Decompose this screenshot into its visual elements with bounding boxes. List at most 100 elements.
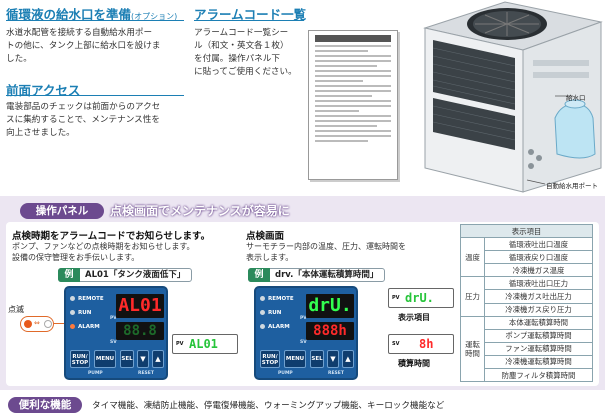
table-row: 温度 循環液吐出口温度 [460,237,593,278]
blink-led-icon [24,320,32,328]
table-row: 運転 時間 本体運転積算時間 [460,315,593,383]
pump-label: PUMP [88,371,103,376]
up-button[interactable]: ▲ [152,350,164,368]
hours-label: 積算時間 [398,359,430,368]
led-remote: REMOTE [260,296,294,302]
pv-display: drU. [306,294,354,318]
led-icon [70,296,75,301]
sv-tag: SV [110,340,117,345]
triangle-down-icon: ▼ [330,355,336,363]
auto-port-label: 自動給水用ポート [546,182,598,190]
blink-indicator: ⇔ [20,316,54,332]
menu-button[interactable]: MENU [284,350,306,368]
run-stop-button[interactable]: RUN/ STOP [260,350,280,368]
control-panel-right: REMOTE RUN ALARM PV drU. SV 888h RUN/ ST… [254,286,358,380]
led-icon [70,324,75,329]
callout-pv-value: drU. [405,291,434,305]
down-button[interactable]: ▼ [327,350,339,368]
table-cell: 冷凍機ガス戻り圧力 [484,302,593,317]
triangle-up-icon: ▲ [155,355,161,363]
run-stop-button[interactable]: RUN/ STOP [70,350,90,368]
left-section-title: 点検時期をアラームコードでお知らせします。 [12,231,211,242]
operation-panel-pill: 操作パネル [20,203,104,219]
supply-title: 循環液の給水口を準備(オプション) [6,7,178,22]
features-text: タイマ機能、凍結防止機能、停電復帰機能、ウォーミングアップ機能、キーロック機能な… [92,401,445,411]
callout-pv-tag: PV [392,295,400,301]
sel-button[interactable]: SEL [120,350,134,368]
menu-button[interactable]: MENU [94,350,116,368]
front-text: 電装部品のチェックは前面からのアクセ スに集約することで、メンテナンス性を 向上… [6,102,161,138]
alarm-code-sheet-image [308,30,398,180]
right-pv-callout: PV drU. [388,288,454,308]
up-button[interactable]: ▲ [342,350,354,368]
supply-rule [6,20,184,21]
led-icon [260,310,265,315]
table-cell: 冷凍機ガス吐出圧力 [484,289,593,304]
right-sv-callout: SV 8h [388,334,454,354]
table-header: 表示項目 [460,223,593,239]
led-alarm: ALARM [70,324,100,330]
inlet-label: 給水口 [566,94,586,102]
table-cell: ファン運転積算時間 [484,341,593,356]
alarm-list-rule [194,20,304,21]
table-cell: 循環液吐出口温度 [484,237,593,252]
led-remote: REMOTE [70,296,104,302]
sv-display: 88.8 [116,322,164,340]
right-section-text: サーモチラー内部の温度、圧力、運転時間を 表示します。 [246,242,406,262]
led-icon [70,310,75,315]
front-rule [6,95,184,96]
alarm-list-text: アラームコード一覧シー ル（和文・英文各１枚） を付属。操作パネル下 に貼ってご… [194,28,297,77]
front-title: 前面アクセス [6,83,81,98]
sv-tag: SV [300,340,307,345]
operation-panel-subtitle: 点検画面でメンテナンスが容易に [110,204,290,218]
led-alarm: ALARM [260,324,290,330]
pv-tag: PV [300,316,307,321]
led-icon [260,324,265,329]
pv-tag: PV [110,316,117,321]
table-cell: 冷凍機運転積算時間 [484,354,593,370]
led-run: RUN [260,310,281,316]
left-pv-callout: PV AL01 [172,334,238,354]
control-panel-left: REMOTE RUN ALARM PV AL01 SV 88.8 RUN/ ST… [64,286,168,380]
features-pill: 便利な機能 [8,397,82,413]
triangle-down-icon: ▼ [140,355,146,363]
table-cell: 冷凍機ガス温度 [484,263,593,278]
table-header-row: 表示項目 [460,223,593,239]
pv-display: AL01 [116,294,164,318]
chiller-product-image [423,1,603,193]
arrow-icon: ⇔ [34,319,40,327]
callout-sv-tag: SV [392,341,400,347]
table-cell: ポンプ運転積算時間 [484,328,593,343]
table-cell: 本体運転積算時間 [484,315,593,330]
callout-pv-value: AL01 [189,337,218,351]
triangle-up-icon: ▲ [345,355,351,363]
display-items-table: 表示項目 温度 循環液吐出口温度 循環液戻り口温度 冷凍機ガス温度 圧力 循環液… [460,223,593,383]
blink-leader [54,323,64,324]
down-button[interactable]: ▼ [137,350,149,368]
table-group-label: 圧力 [460,276,485,317]
pump-label: PUMP [278,371,293,376]
table-row: 防塵フィルタ積算時間 [461,368,593,383]
sv-display: 888h [306,322,354,340]
led-icon [260,296,265,301]
table-cell: 循環液戻り口温度 [484,250,593,265]
supply-text: 水道水配管を接続する自動給水用ポー トの他に、タンク上部に給水口を設けま した。 [6,28,161,64]
callout-pv-tag: PV [176,341,184,347]
alarm-list-title: アラームコード一覧 [194,7,307,22]
off-led-icon [44,320,52,328]
table-group-label: 温度 [460,237,485,278]
blink-label: 点滅 [8,305,24,314]
table-group-label: 運転 時間 [460,315,485,383]
table-row: 圧力 循環液吐出口圧力 [460,276,593,317]
table-cell: 防塵フィルタ積算時間 [484,368,593,383]
table-cell: 循環液吐出口圧力 [484,276,593,291]
right-section-title: 点検画面 [246,231,285,242]
left-section-text: ポンプ、ファンなどの点検時期をお知らせします。 設備の保守管理をお手伝いします。 [12,242,195,262]
reset-label: RESET [328,371,344,376]
callout-sv-value: 8h [419,337,434,351]
sel-button[interactable]: SEL [310,350,324,368]
reset-label: RESET [138,371,154,376]
led-run: RUN [70,310,91,316]
